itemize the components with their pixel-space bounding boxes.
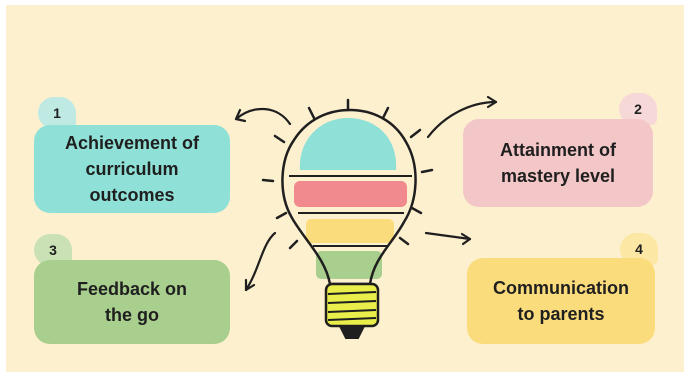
arrow-icon (234, 107, 292, 126)
arrow-icon (244, 231, 277, 292)
arrows (234, 95, 498, 292)
card-achievement-of-curriculum-outcomes: Achievement of curriculum outcomes (34, 125, 230, 213)
bulb-color-bands (294, 118, 407, 279)
bulb-outline (281, 108, 417, 286)
bulb-band-lines (289, 175, 412, 247)
step-badge-1: 1 (38, 97, 76, 129)
card-feedback-on-the-go: Feedback on the go (34, 260, 230, 344)
card-attainment-of-mastery-level: Attainment of mastery level (463, 119, 653, 207)
bulb-base (324, 282, 380, 339)
card-communication-to-parents: Communication to parents (467, 258, 655, 344)
arrow-icon (424, 231, 472, 241)
light-rays (261, 98, 434, 250)
arrow-icon (426, 100, 498, 139)
